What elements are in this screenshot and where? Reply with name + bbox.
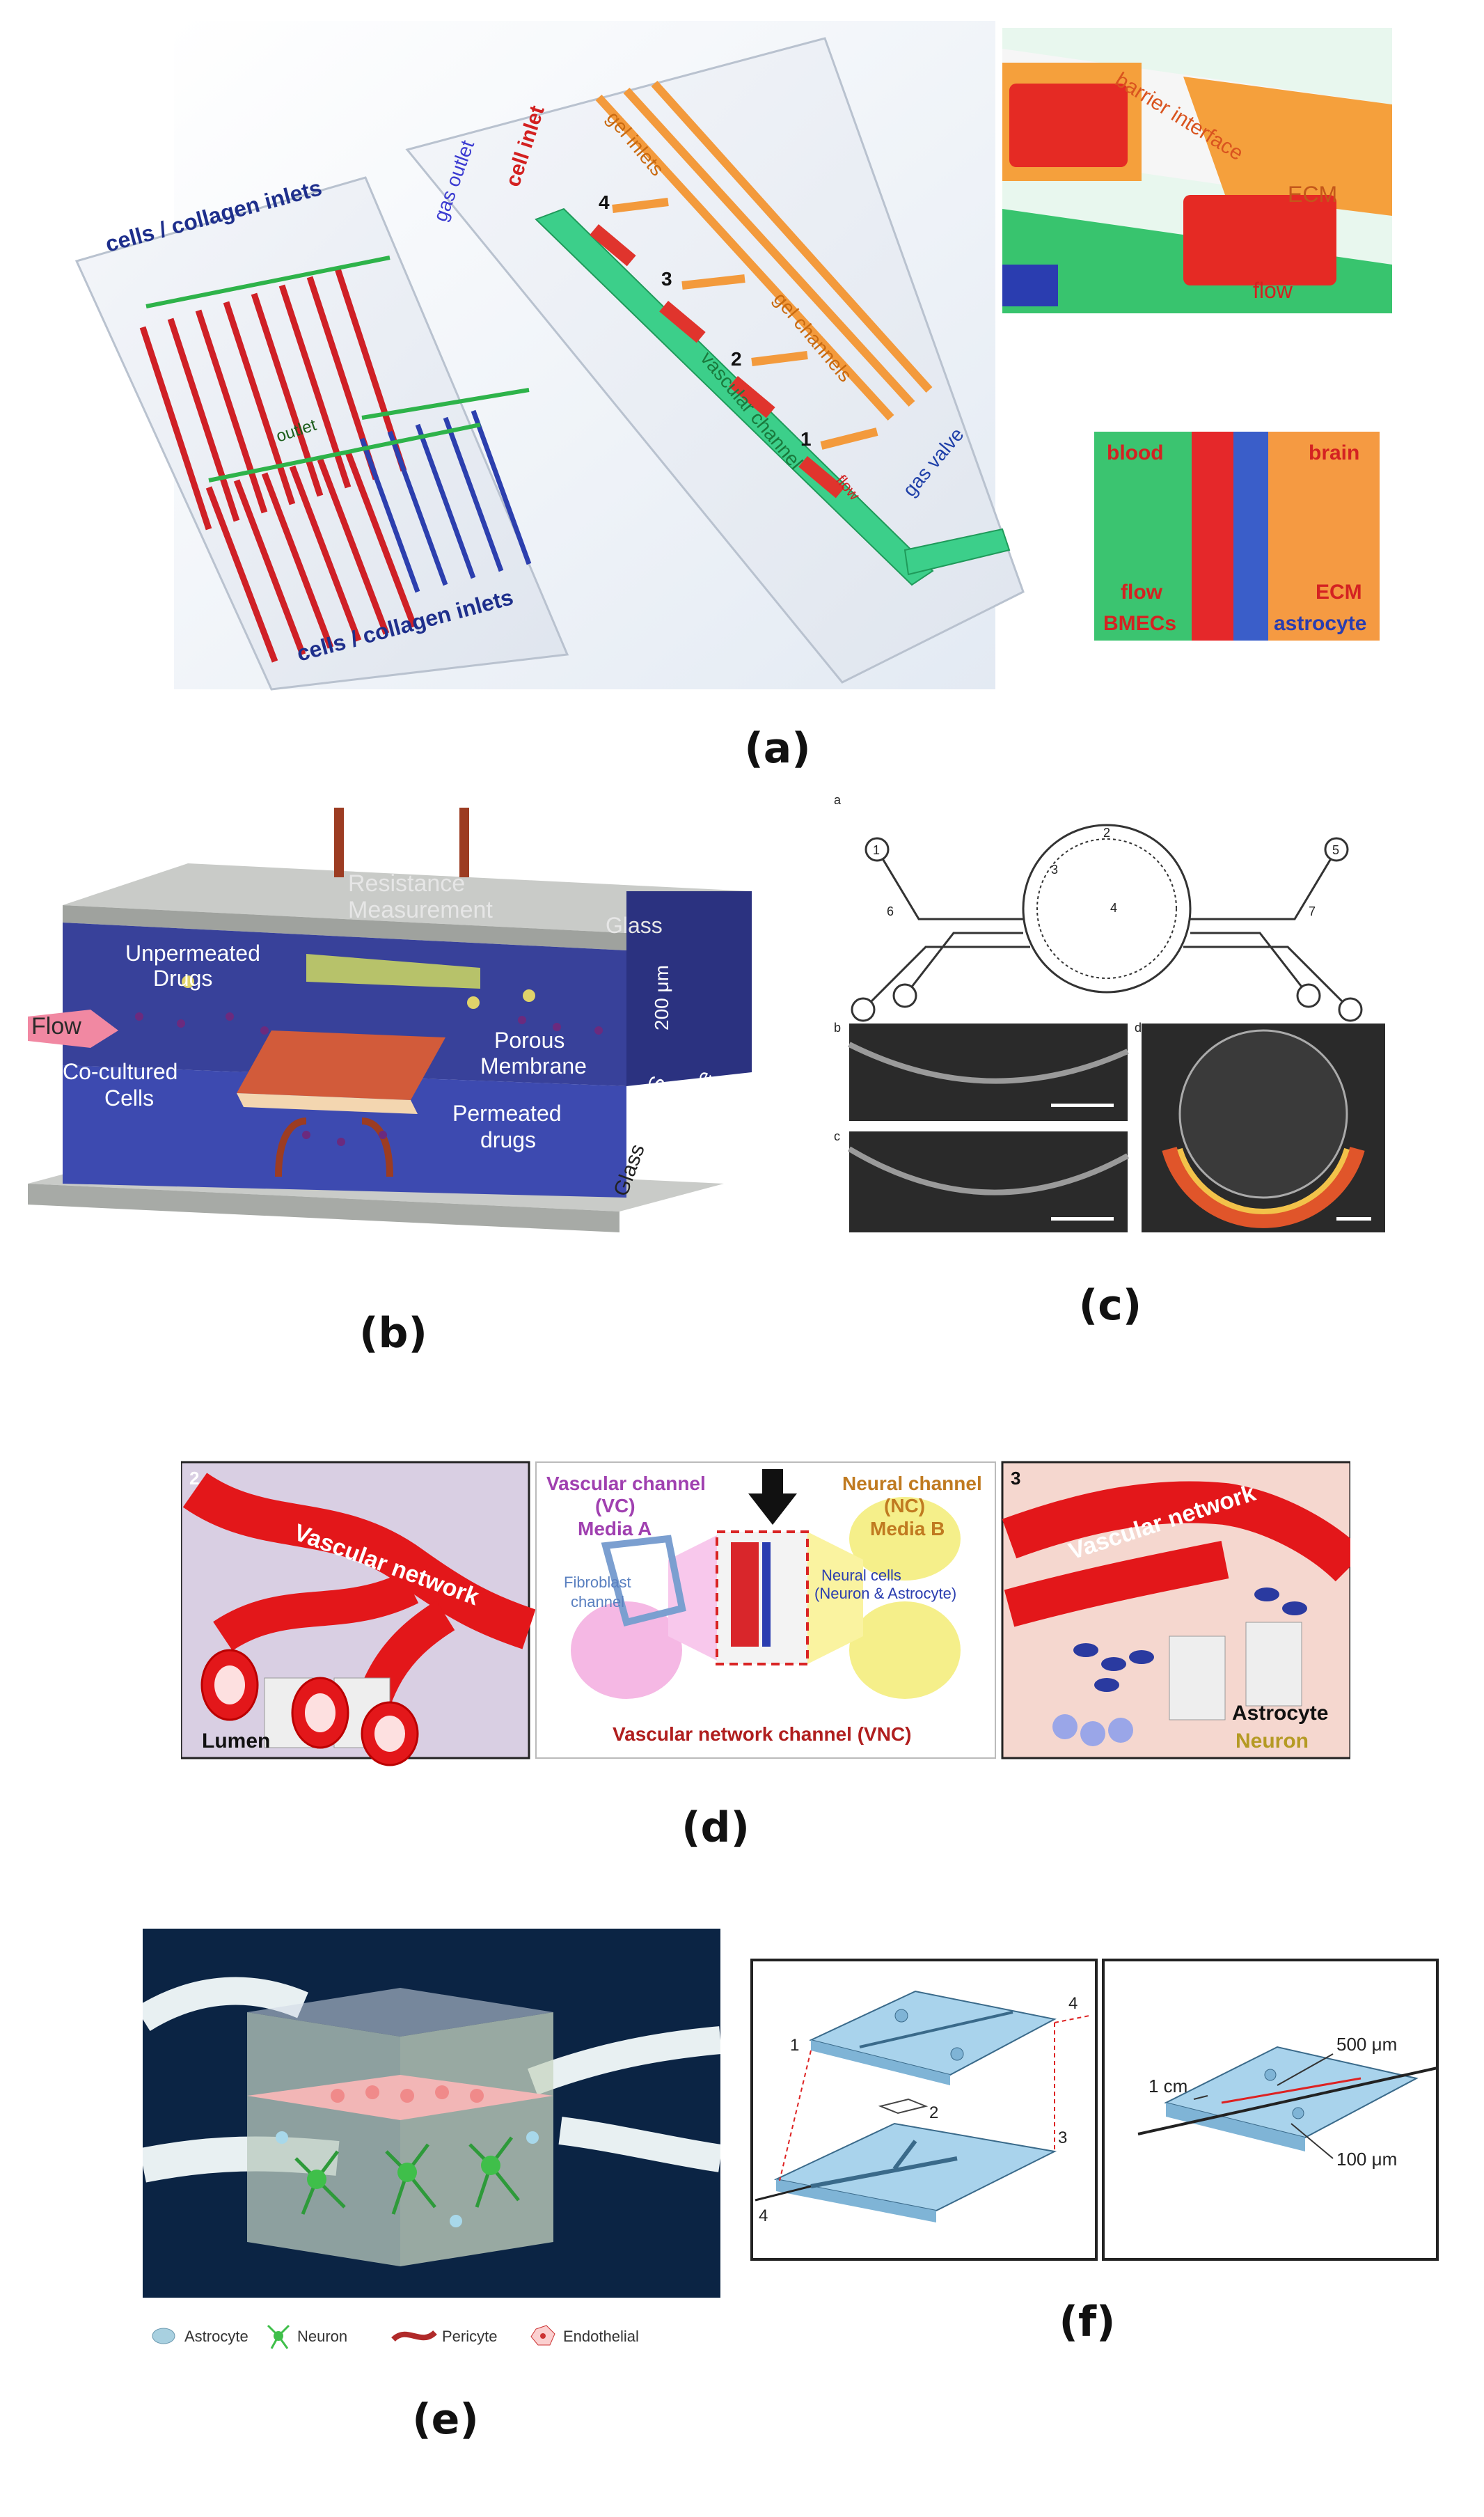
permeated-drugs-label: drugs: [480, 1127, 536, 1152]
astrocyte-label-d: Astrocyte: [1232, 1702, 1328, 1725]
caption-d: (d): [681, 1803, 750, 1852]
cells-label-b: Cells: [104, 1085, 154, 1111]
neurovascular-chip-center: [535, 1461, 996, 1759]
brain-label: brain: [1309, 441, 1359, 464]
label-1cm: 1 cm: [1148, 2076, 1187, 2096]
ecm-label-bottom: ECM: [1316, 581, 1362, 604]
porous-label: Porous: [494, 1028, 565, 1053]
panel-b-figure: Resistance Measurement Glass Unpermeated…: [28, 808, 752, 1239]
left-num: 2: [189, 1468, 199, 1489]
caption-f: (f): [1059, 2298, 1116, 2346]
sub-a: a: [834, 793, 842, 807]
port-4: 4: [1110, 901, 1117, 915]
num-1-f: 1: [790, 2036, 799, 2055]
neural-channel-label-1: Neural channel: [842, 1473, 982, 1494]
vascular-network-zoom-left: [180, 1461, 536, 1766]
lumen-label: Lumen: [202, 1730, 270, 1753]
port-2: 2: [1103, 826, 1110, 840]
num-2-f: 2: [929, 2103, 938, 2122]
label-100um: 100 μm: [1336, 2149, 1397, 2170]
panel-c-figure: a 1 2 3 4 5 6 7 b c d: [821, 787, 1392, 1246]
port-5: 5: [1332, 843, 1339, 857]
neuron-label-d: Neuron: [1236, 1730, 1309, 1753]
ecm-label-top: ECM: [1288, 182, 1337, 207]
right-num: 3: [1011, 1468, 1020, 1489]
co-cultured-label: Co-cultured: [63, 1059, 177, 1084]
legend-pericyte: Pericyte: [442, 2328, 497, 2345]
num-1-a: 1: [800, 428, 812, 450]
blood-label: blood: [1107, 441, 1164, 464]
caption-a: (a): [744, 724, 811, 773]
measurement-label: Measurement: [348, 897, 493, 923]
legend-endothelial: Endothelial: [563, 2328, 639, 2345]
neural-cells-label-2: (Neuron & Astrocyte): [814, 1585, 956, 1602]
label-500um: 500 μm: [1336, 2034, 1397, 2055]
panel-d-figure: 2 Vascular network Lumen Vascular channe…: [180, 1455, 1366, 1769]
height-label: 200 μm: [651, 965, 672, 1030]
num-4-f-bottom: 4: [759, 2206, 768, 2225]
bbb-cross-section-inset: [1094, 432, 1380, 641]
flow-label-top: flow: [1253, 278, 1293, 303]
panel-f-figure: 1 2 3 4 4 1 cm 500 μm 100 μm: [748, 1957, 1444, 2263]
permeated-label: Permeated: [452, 1101, 562, 1126]
sub-d: d: [1135, 1021, 1142, 1035]
resistance-label: Resistance: [348, 870, 465, 897]
panel-e-figure: Astrocyte Neuron Pericyte Endothelial: [135, 1929, 723, 2360]
multi-chamber-chip: [74, 176, 569, 691]
legend-astrocyte: Astrocyte: [184, 2328, 248, 2345]
vnc-label: Vascular network channel (VNC): [613, 1723, 911, 1745]
port-6: 6: [887, 904, 894, 918]
barrier-interface-inset: [1002, 28, 1392, 313]
glass-top-label: Glass: [606, 913, 663, 938]
num-4-a: 4: [599, 191, 610, 213]
fibroblast-label-2: channel: [571, 1593, 624, 1610]
panel-a-figure: cells / collagen inlets outlet cells / c…: [0, 0, 1484, 696]
port-3: 3: [1051, 863, 1058, 877]
num-2-a: 2: [731, 348, 742, 370]
flow-label-bottom: flow: [1121, 581, 1163, 604]
caption-b: (b): [359, 1309, 427, 1358]
vascular-channel-label-2: (VC): [595, 1495, 636, 1516]
caption-e: (e): [412, 2395, 479, 2444]
caption-c: (c): [1078, 1281, 1142, 1330]
fibroblast-label-1: Fibroblast: [564, 1574, 631, 1591]
sub-b: b: [834, 1021, 841, 1035]
flow-label-b: Flow: [31, 1013, 81, 1040]
port-7: 7: [1309, 904, 1316, 918]
neural-channel-label-2: (NC): [884, 1495, 925, 1516]
legend-e: [152, 2324, 555, 2349]
unpermeated-label: Unpermeated: [125, 941, 260, 966]
vascular-network-zoom-right: [1001, 1461, 1366, 1759]
num-3-a: 3: [661, 268, 672, 290]
media-b-label: Media B: [870, 1518, 945, 1539]
neural-cells-label-1: Neural cells: [821, 1567, 901, 1584]
num-3-f: 3: [1058, 2128, 1067, 2147]
sub-c: c: [834, 1129, 840, 1143]
media-a-label: Media A: [578, 1518, 652, 1539]
membrane-label: Membrane: [480, 1053, 587, 1079]
port-1: 1: [873, 843, 880, 857]
num-4-f-top: 4: [1068, 1994, 1078, 2013]
vascular-channel-label-1: Vascular channel: [546, 1473, 706, 1494]
bmecs-label: BMECs: [1103, 612, 1176, 635]
legend-neuron: Neuron: [297, 2328, 347, 2345]
vascular-chip: [405, 37, 1025, 684]
astrocyte-label-a: astrocyte: [1274, 612, 1366, 635]
drugs-label-b: Drugs: [153, 966, 212, 991]
